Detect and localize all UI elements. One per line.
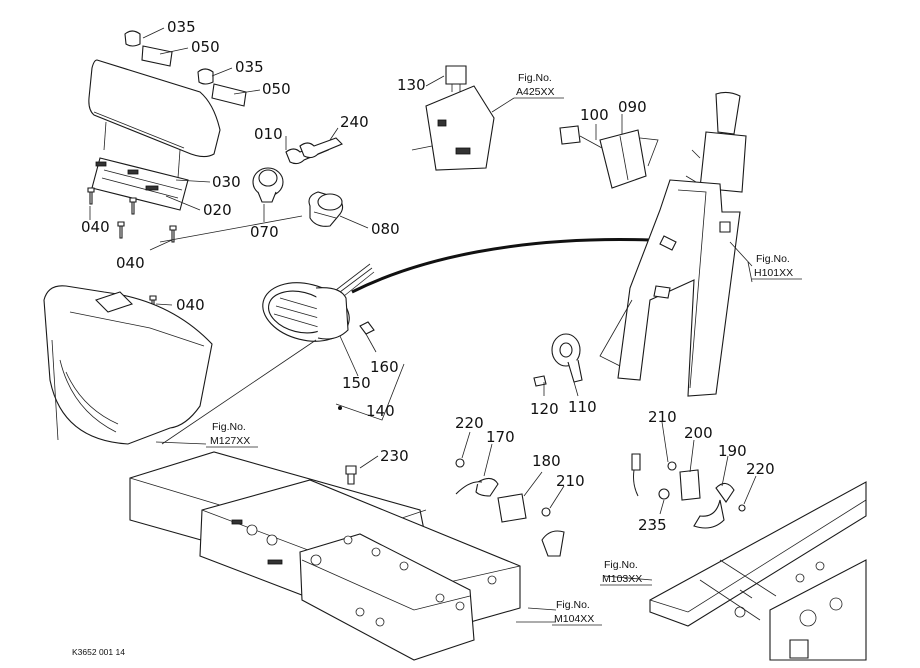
lower-frame-drawing [129,451,521,661]
panel-frame-drawing [91,157,189,211]
figref-m103-label: Fig.No. [604,559,638,571]
key-switch-drawing [252,137,343,203]
part-label-100: 100 [580,106,609,124]
part-label-170: 170 [486,428,515,446]
mount-brackets-drawing [345,458,565,557]
steering-post-drawing [599,91,747,397]
wire-harness-line [351,238,651,294]
panel-cover-drawing [88,30,247,179]
figref-m127-label: Fig.No. [212,421,246,433]
leader-lines [89,27,757,623]
head-lamp-drawing [262,263,375,410]
part-label-070: 070 [250,223,279,241]
side-brackets-drawing [631,453,746,529]
part-label-230: 230 [380,447,409,465]
part-number-labels: 035 050 035 050 010 240 030 020 040 070 … [81,18,775,534]
part-label-220-second: 220 [746,460,775,478]
part-label-210-second: 210 [648,408,677,426]
part-label-190: 190 [718,442,747,460]
flasher-unit-drawing [559,125,659,189]
part-label-210: 210 [556,472,585,490]
part-label-200: 200 [684,424,713,442]
relay-bracket-drawing [411,65,495,171]
part-label-050-second: 050 [262,80,291,98]
part-label-235: 235 [638,516,667,534]
figref-h101-label: Fig.No. [756,253,790,265]
right-frame-drawing [649,481,867,661]
part-label-090: 090 [618,98,647,116]
part-label-080: 080 [371,220,400,238]
part-label-040-second: 040 [116,254,145,272]
figref-a425-label: Fig.No. [518,72,552,84]
figref-m104: Fig.No. M104XX [552,599,602,626]
part-label-120: 120 [530,400,559,418]
part-label-035-second: 035 [235,58,264,76]
part-label-035: 035 [167,18,196,36]
light-switch-drawing [308,191,344,227]
part-label-050: 050 [191,38,220,56]
horn-drawing [533,333,583,387]
drawing-code: K3652 001 14 [72,647,125,657]
figref-m103-code: M103XX [602,573,642,585]
figref-a425-code: A425XX [516,86,555,98]
figref-h101: Fig.No. H101XX [752,253,802,280]
part-label-010: 010 [254,125,283,143]
part-label-220: 220 [455,414,484,432]
part-label-110: 110 [568,398,597,416]
part-label-140: 140 [366,402,395,420]
part-label-020: 020 [203,201,232,219]
screws-drawing [87,187,177,313]
figref-h101-code: H101XX [754,267,793,279]
part-label-160: 160 [370,358,399,376]
part-label-130: 130 [397,76,426,94]
front-cover-drawing [43,285,213,445]
figure-references: Fig.No. A425XX Fig.No. H101XX Fig.No. M1… [206,72,802,626]
part-label-040-third: 040 [176,296,205,314]
part-label-030: 030 [212,173,241,191]
figref-m104-label: Fig.No. [556,599,590,611]
figref-m127-code: M127XX [210,435,250,447]
figref-m103: Fig.No. M103XX [600,559,652,586]
part-label-150: 150 [342,374,371,392]
figref-m104-code: M104XX [554,613,594,625]
figref-m127: Fig.No. M127XX [206,421,258,448]
part-label-240: 240 [340,113,369,131]
part-label-180: 180 [532,452,561,470]
part-label-040: 040 [81,218,110,236]
figref-a425: Fig.No. A425XX [514,72,564,99]
